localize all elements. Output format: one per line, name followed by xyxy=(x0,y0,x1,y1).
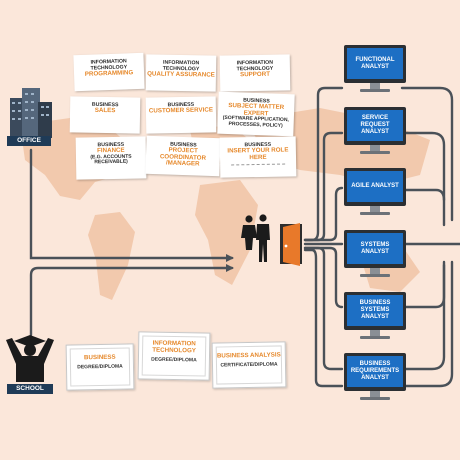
monitor-group xyxy=(344,45,406,400)
door-icon xyxy=(280,223,302,266)
card-border xyxy=(141,335,207,377)
role-title: SUPPORT xyxy=(240,71,271,79)
card-border xyxy=(215,345,283,385)
analyst-monitor xyxy=(344,168,406,215)
role-title: PROJECT COORDINATOR /MANAGER xyxy=(159,146,207,168)
role-title: SALES xyxy=(94,107,116,115)
role-detail: (SOFTWARE APPLICATION, PROCESSES, POLICY… xyxy=(222,115,289,129)
analyst-monitor xyxy=(344,353,406,400)
blank-line xyxy=(231,163,285,166)
role-detail: (E.G. ACCOUNTS RECEIVABLE) xyxy=(90,153,132,166)
analyst-role-label: FUNCTIONAL ANALYST xyxy=(355,56,395,70)
analyst-role-label: SYSTEMS ANALYST xyxy=(360,241,390,255)
school-label: SCHOOL xyxy=(7,384,53,394)
card-border xyxy=(69,347,131,387)
graduate-icon xyxy=(6,335,54,382)
connector-lines xyxy=(29,86,460,388)
analyst-monitor xyxy=(344,45,406,92)
role-title: CUSTOMER SERVICE xyxy=(148,106,214,115)
analyst-monitor xyxy=(344,292,406,339)
analyst-role-label: AGILE ANALYST xyxy=(351,183,399,189)
role-title: PROGRAMMING xyxy=(84,69,134,79)
role-title: QUALITY ASSURANCE xyxy=(147,70,215,79)
analyst-monitor xyxy=(344,107,406,154)
people-icon xyxy=(241,214,270,262)
role-title: INSERT YOUR ROLE HERE xyxy=(227,146,289,161)
analyst-role-label: SERVICE REQUEST ANALYST xyxy=(360,115,390,135)
office-label: OFFICE xyxy=(7,136,51,146)
analyst-role-label: BUSINESS REQUIREMENTS ANALYST xyxy=(350,361,400,381)
analyst-role-label: BUSINESS SYSTEMS ANALYST xyxy=(359,300,391,320)
office-building-icon xyxy=(10,88,52,138)
analyst-monitor xyxy=(344,230,406,277)
